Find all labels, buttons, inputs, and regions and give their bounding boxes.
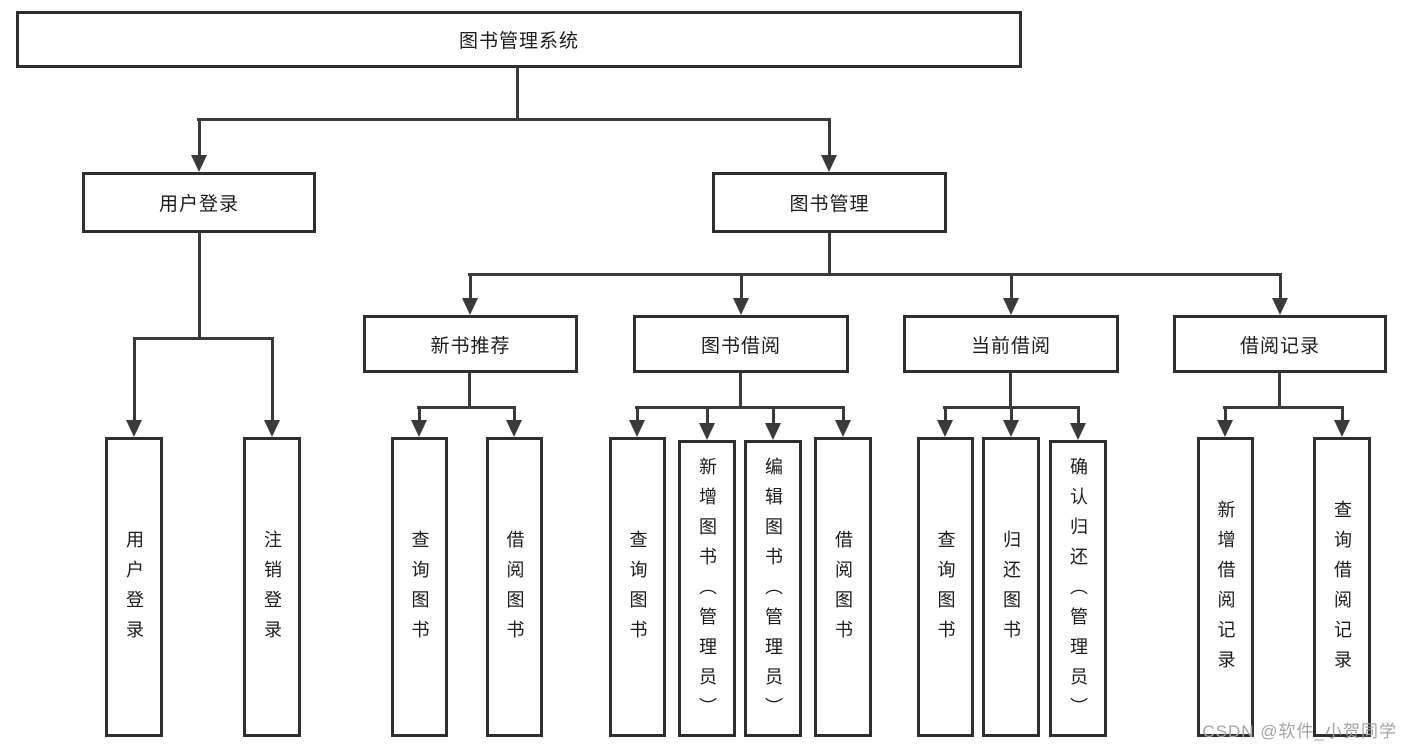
- arrow-down-icon: [126, 337, 142, 437]
- leaf-query-borrow-record: 查询借阅记录: [1313, 437, 1371, 737]
- node-user-login: 用户登录: [82, 172, 316, 233]
- arrow-down-icon: [1070, 406, 1086, 440]
- connector-book-mgmt-branch: [468, 273, 1282, 276]
- connector-root-branch: [197, 118, 831, 121]
- arrow-down-icon: [506, 406, 522, 437]
- node-borrow-records: 借阅记录: [1173, 315, 1387, 373]
- connector-borrow-records-branch: [1223, 406, 1344, 409]
- node-new-book-recommend: 新书推荐: [363, 315, 578, 373]
- leaf-return-books: 归还图书: [982, 437, 1040, 737]
- connector-book-borrow-branch: [635, 406, 845, 409]
- connector-book-mgmt-stub: [828, 233, 831, 276]
- leaf-add-book-admin: 新增图书（管理员）: [678, 440, 736, 737]
- connector-borrow-records-stub: [1278, 373, 1281, 409]
- arrow-down-icon: [191, 118, 207, 172]
- arrow-down-icon: [835, 406, 851, 437]
- arrow-down-icon: [699, 406, 715, 440]
- arrow-down-icon: [1003, 273, 1019, 315]
- leaf-query-books-current: 查询图书: [917, 437, 974, 737]
- connector-user-login-stub: [198, 233, 201, 340]
- arrow-down-icon: [629, 406, 645, 437]
- arrow-down-icon: [1272, 273, 1288, 315]
- leaf-edit-book-admin: 编辑图书（管理员）: [744, 440, 802, 737]
- connector-book-borrow-stub: [739, 373, 742, 409]
- node-current-borrow: 当前借阅: [903, 315, 1119, 373]
- arrow-down-icon: [264, 337, 280, 437]
- connector-new-book-stub: [468, 373, 471, 409]
- leaf-confirm-return-admin: 确认归还（管理员）: [1049, 440, 1107, 737]
- leaf-borrow-books-borrow: 借阅图书: [814, 437, 872, 737]
- arrow-down-icon: [411, 406, 427, 437]
- leaf-query-books-recommend: 查询图书: [391, 437, 448, 737]
- arrow-down-icon: [462, 273, 478, 315]
- connector-user-login-branch: [133, 337, 274, 340]
- node-root: 图书管理系统: [16, 11, 1022, 68]
- arrow-down-icon: [937, 406, 953, 437]
- watermark: CSDN @软件_小贺同学: [1202, 722, 1397, 741]
- leaf-logout: 注销登录: [243, 437, 301, 737]
- connector-current-borrow-stub: [1009, 373, 1012, 409]
- arrow-down-icon: [821, 118, 837, 172]
- arrow-down-icon: [765, 406, 781, 440]
- leaf-query-books-borrow: 查询图书: [609, 437, 666, 737]
- arrow-down-icon: [1217, 406, 1233, 437]
- connector-root-stub: [516, 68, 519, 121]
- node-book-management: 图书管理: [712, 172, 947, 233]
- arrow-down-icon: [733, 273, 749, 315]
- arrow-down-icon: [1334, 406, 1350, 437]
- leaf-user-login: 用户登录: [105, 437, 163, 737]
- connector-new-book-branch: [417, 406, 516, 409]
- leaf-borrow-books-recommend: 借阅图书: [486, 437, 543, 737]
- leaf-add-borrow-record: 新增借阅记录: [1197, 437, 1254, 737]
- node-book-borrow: 图书借阅: [633, 315, 849, 373]
- arrow-down-icon: [1003, 406, 1019, 437]
